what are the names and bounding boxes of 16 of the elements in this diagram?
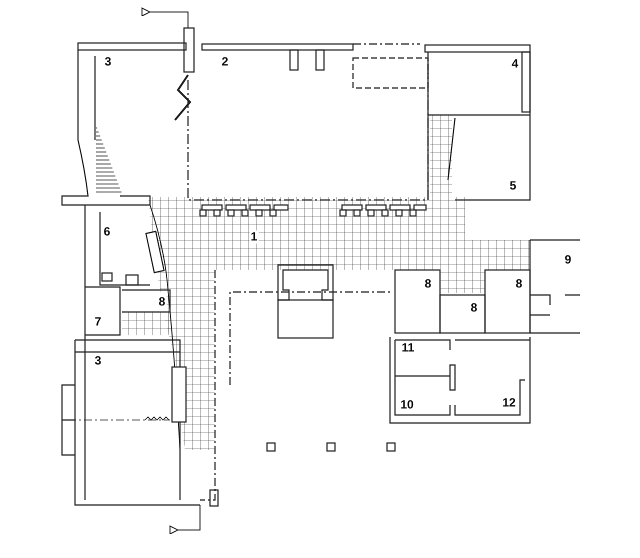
- room-number: 5: [508, 180, 518, 192]
- room-number: 8: [158, 296, 166, 308]
- room-number: 8: [470, 302, 478, 314]
- room-number: 12: [501, 396, 517, 410]
- room-number: 3: [104, 56, 112, 68]
- room-number: 6: [102, 226, 112, 238]
- room-number: 9: [564, 254, 572, 266]
- room-number: 4: [510, 58, 520, 70]
- room-number: 10: [399, 398, 415, 412]
- room-number: 2: [220, 56, 230, 68]
- room-number: 8: [514, 278, 524, 290]
- room-number: 11: [400, 342, 416, 354]
- room-number: 1: [250, 230, 258, 244]
- room-number: 3: [94, 354, 102, 368]
- room-number: 8: [424, 278, 432, 290]
- room-number: 7: [94, 316, 102, 328]
